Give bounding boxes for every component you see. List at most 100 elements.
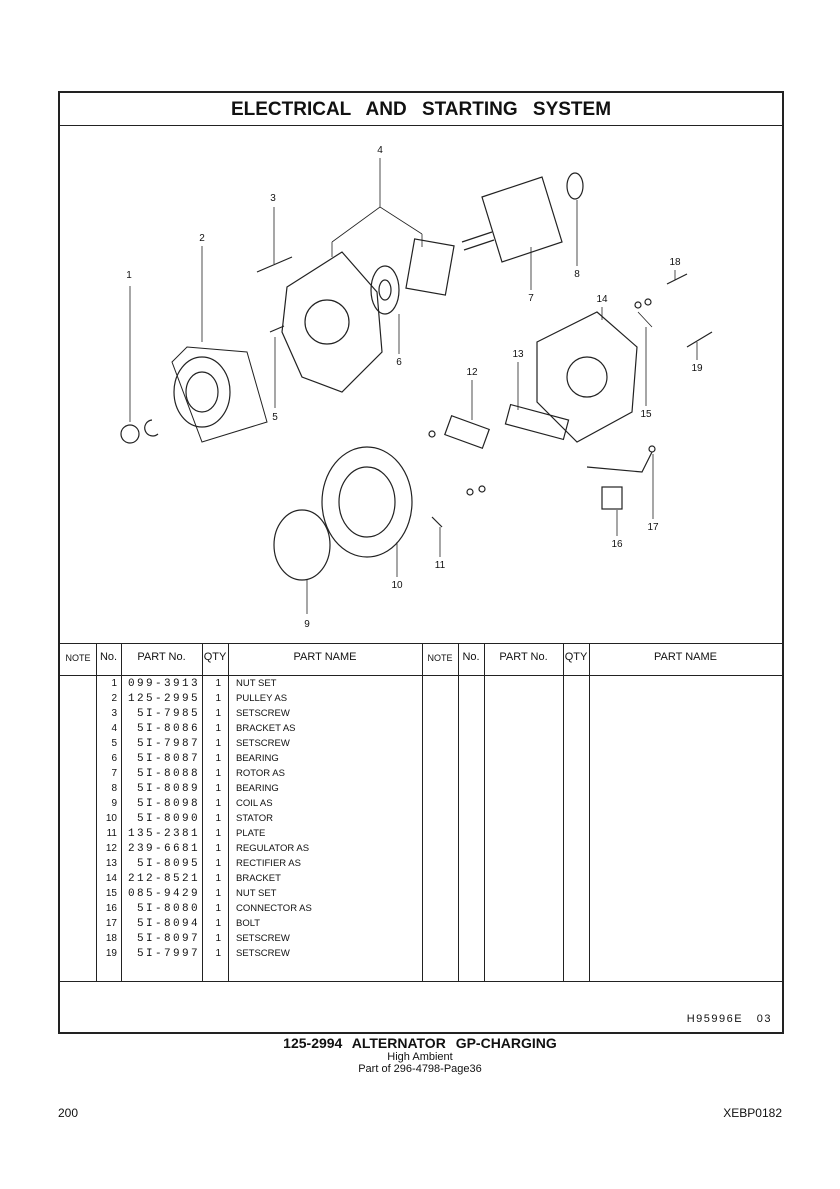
part-number: 5I-8094 [136,918,200,930]
quantity: 1 [215,723,221,734]
callout-7: 7 [528,293,534,304]
rear-bracket-drawing [536,311,638,443]
quantity: 1 [215,783,221,794]
header-qty-2: QTY [564,651,588,663]
item-number: 17 [105,918,117,929]
group-reference: Part of 296-4798-Page36 [358,1063,482,1075]
header-no: No. [99,651,118,663]
header-qty: QTY [203,651,227,663]
part-name: RECTIFIER AS [236,858,301,869]
item-number: 11 [106,828,117,839]
exploded-parts-diagram: 1 2 3 4 5 6 7 8 9 10 11 12 13 14 15 16 1… [120,145,713,630]
item-number: 1 [111,678,117,689]
quantity: 1 [215,873,221,884]
quantity: 1 [215,753,221,764]
quantity: 1 [215,813,221,824]
header-note: NOTE [65,653,91,663]
quantity: 1 [215,798,221,809]
part-name: REGULATOR AS [236,843,310,854]
table-bottom-rule [60,981,782,982]
column-divider [96,643,97,982]
part-number: 212-8521 [127,873,200,885]
part-name: BEARING [236,783,279,794]
page-number: 200 [58,1106,79,1120]
item-number: 6 [111,753,117,764]
page-title: ELECTRICAL AND STARTING SYSTEM [60,93,782,126]
part-name: SETSCREW [236,933,290,944]
callout-14: 14 [596,294,608,305]
part-name: BRACKET AS [236,723,296,734]
table-row: 14 212-8521 1 BRACKET [60,873,782,888]
part-name: BOLT [236,918,261,929]
part-number: 5I-8088 [136,768,200,780]
item-number: 18 [105,933,117,944]
header-part-no-2: PART No. [499,651,548,663]
quantity: 1 [215,858,221,869]
part-name: SETSCREW [236,708,290,719]
front-bracket-drawing [281,251,383,393]
header-part-name: PART NAME [293,651,357,663]
item-number: 12 [105,843,117,854]
header-note-2: NOTE [427,653,453,663]
parts-frame: ELECTRICAL AND STARTING SYSTEM [58,91,784,1034]
document-id: XEBP0182 [723,1106,782,1120]
part-number: 5I-8095 [136,858,200,870]
table-header-rule [60,643,782,676]
item-number: 16 [105,903,117,914]
callout-4: 4 [377,145,383,156]
part-number: 5I-7987 [136,738,200,750]
part-number: 5I-8097 [136,933,200,945]
item-number: 5 [111,738,117,749]
quantity: 1 [215,903,221,914]
item-number: 2 [111,693,117,704]
callout-8: 8 [574,269,580,280]
item-number: 15 [105,888,117,899]
quantity: 1 [215,888,221,899]
part-name: SETSCREW [236,738,290,749]
item-number: 8 [111,783,117,794]
item-number: 10 [105,813,117,824]
header-part-name-2: PART NAME [654,651,717,663]
table-row: 5 5I-7987 1 SETSCREW [60,738,782,753]
callout-5: 5 [272,412,278,423]
part-name: ROTOR AS [236,768,285,779]
quantity: 1 [215,843,221,854]
callout-15: 15 [640,409,652,420]
part-number: 5I-8087 [136,753,200,765]
pulley-drawing [173,356,231,428]
item-number: 13 [105,858,117,869]
leader-lines [129,158,698,614]
callout-9: 9 [304,619,310,630]
part-number: 5I-8086 [136,723,200,735]
part-name: BRACKET [236,873,281,884]
part-number: 125-2995 [127,693,200,705]
column-divider [422,643,423,982]
part-number: 5I-8090 [136,813,200,825]
quantity: 1 [215,678,221,689]
item-number: 14 [105,873,117,884]
item-number: 19 [105,948,117,959]
part-number: 5I-7985 [136,708,200,720]
callout-13: 13 [512,349,524,360]
illustration-code: H95996E 03 [686,1013,772,1025]
column-divider [589,643,590,982]
part-number: 5I-8098 [136,798,200,810]
header-no-2: No. [462,651,480,663]
callout-16: 16 [611,539,623,550]
quantity: 1 [215,738,221,749]
callout-2: 2 [199,233,205,244]
part-name: SETSCREW [236,948,290,959]
quantity: 1 [215,828,221,839]
column-divider [202,643,203,982]
